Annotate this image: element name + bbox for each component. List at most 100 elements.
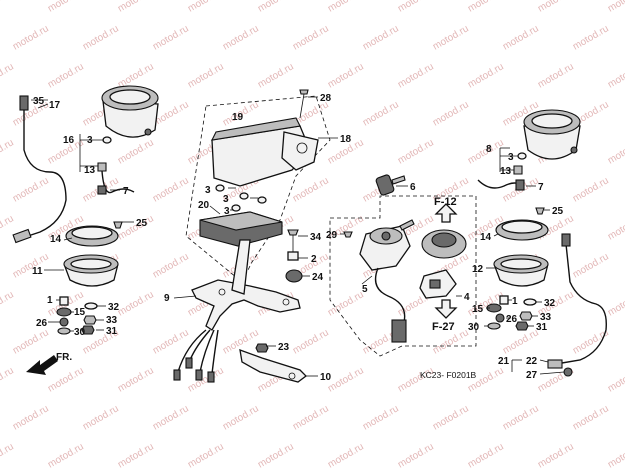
callout-12: 12 [472, 264, 484, 275]
callout-26a: 26 [36, 318, 48, 329]
watermark-text: motod.ru [0, 137, 16, 166]
watermark-text: motod.ru [536, 441, 576, 468]
connector-a [173, 369, 181, 381]
watermark-text: motod.ru [431, 99, 471, 128]
watermark-text: motod.ru [291, 327, 331, 356]
watermark-text: motod.ru [396, 441, 436, 468]
callout-14b: 14 [480, 232, 492, 243]
callout-4: 4 [464, 292, 470, 303]
callout-25b: 25 [552, 206, 564, 217]
callout-10: 10 [320, 372, 332, 383]
watermark-text: motod.ru [466, 0, 506, 15]
watermark-text: motod.ru [326, 61, 366, 90]
watermark-text: motod.ru [116, 137, 156, 166]
meter-ring-14-left-inner [71, 226, 113, 240]
watermark-text: motod.ru [606, 0, 625, 15]
ref-f12: F-12 [434, 196, 457, 208]
watermark-text: motod.ru [431, 403, 471, 432]
callout-1a: 1 [47, 295, 53, 306]
callout-16: 16 [63, 135, 75, 146]
watermark-text: motod.ru [536, 61, 576, 90]
callout-7b: 7 [538, 182, 544, 193]
callout-6: 6 [410, 182, 416, 193]
watermark-text: motod.ru [186, 61, 226, 90]
callout-3a: 3 [87, 135, 93, 146]
callout-14a: 14 [50, 234, 62, 245]
callout-5: 5 [362, 284, 368, 295]
harness-lower [177, 329, 219, 375]
watermark-text: motod.ru [116, 289, 156, 318]
callout-34: 34 [310, 232, 322, 243]
callout-32b: 32 [544, 298, 556, 309]
callout-25a: 25 [136, 218, 148, 229]
callout-32a: 32 [108, 302, 120, 313]
key-6-blade [391, 175, 406, 185]
callout-31a: 31 [106, 326, 118, 337]
watermark-text: motod.ru [361, 23, 401, 52]
grommet-24 [285, 269, 303, 283]
speedometer-face [109, 89, 151, 105]
watermark-text: motod.ru [571, 251, 611, 280]
center-group [173, 89, 331, 383]
watermark-text: motod.ru [0, 365, 16, 394]
watermark-text: motod.ru [151, 23, 191, 52]
collar-1-right [499, 295, 509, 305]
watermark-text: motod.ru [0, 213, 16, 242]
collar-1-left [59, 296, 69, 306]
callout-24: 24 [312, 272, 324, 283]
tachometer-cable [555, 243, 607, 365]
watermark-text: motod.ru [431, 23, 471, 52]
callout-11: 11 [32, 266, 43, 277]
callout-1b: 1 [512, 296, 518, 307]
watermark-text: motod.ru [606, 365, 625, 394]
watermark-text: motod.ru [361, 99, 401, 128]
bulb-3-right [517, 152, 527, 160]
ignition-switch-5-key [399, 219, 415, 231]
callout-27: 27 [526, 370, 538, 381]
callout-2: 2 [311, 254, 317, 265]
indicator-panel-20-top [199, 211, 283, 231]
callout-13a: 13 [84, 165, 96, 176]
watermark-text: motod.ru [396, 0, 436, 15]
callout-20: 20 [198, 200, 210, 211]
callout-labels: 35 17 16 3 13 7 25 14 11 1 15 32 26 33 3… [32, 93, 564, 383]
watermark-text: motod.ru [396, 137, 436, 166]
bulb-3-center-d [231, 204, 241, 212]
callout-9: 9 [164, 293, 170, 304]
callout-28: 28 [320, 93, 332, 104]
watermark-text: motod.ru [11, 403, 51, 432]
bolt-34 [287, 229, 299, 236]
callout-26b: 26 [506, 314, 518, 325]
callout-35: 35 [33, 96, 45, 107]
callout-3c: 3 [223, 194, 229, 205]
nut-31-left [81, 325, 95, 335]
screw-28-shaft [299, 93, 305, 119]
watermark-text: motod.ru [151, 327, 191, 356]
bulb-3-center-c [257, 196, 267, 204]
washer-30-left [57, 327, 71, 335]
callout-17: 17 [49, 100, 61, 111]
speedometer-body [102, 100, 159, 138]
left-leader-lines [31, 99, 134, 332]
callout-3d: 3 [224, 206, 230, 217]
watermark-text: motod.ru [186, 365, 226, 394]
nut-27 [563, 367, 573, 377]
bulb-3-center-b [239, 192, 249, 200]
washer-32-right [523, 298, 537, 306]
callout-30b: 30 [468, 322, 480, 333]
watermark-text: motod.ru [501, 403, 541, 432]
callout-7a: 7 [123, 186, 129, 197]
tachometer-knob [570, 146, 578, 154]
speedometer-cable [23, 108, 67, 237]
bracket-9-stem [231, 239, 251, 295]
watermark-text: motod.ru [151, 403, 191, 432]
callout-15b: 15 [472, 304, 484, 315]
left-speedometer-group [12, 85, 159, 335]
callout-21: 21 [498, 356, 510, 367]
watermark-text: motod.ru [326, 289, 366, 318]
cable-end-bottom [12, 228, 32, 244]
center-leader-lines [173, 96, 338, 377]
watermark-text: motod.ru [116, 0, 156, 15]
watermark-text: motod.ru [11, 251, 51, 280]
